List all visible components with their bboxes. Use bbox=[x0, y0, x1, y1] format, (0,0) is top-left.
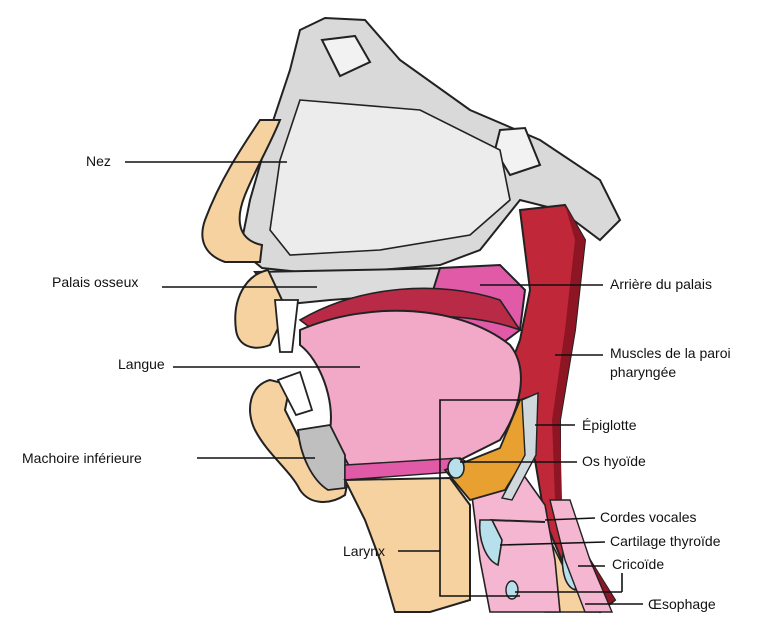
label-machoire: Machoire inférieure bbox=[22, 450, 142, 466]
label-oesophage: Œsophage bbox=[648, 596, 716, 612]
label-cordes-vocales: Cordes vocales bbox=[600, 509, 697, 525]
label-muscles-line1: Muscles de la paroi bbox=[610, 345, 731, 361]
label-epiglotte: Épiglotte bbox=[582, 417, 636, 433]
label-nez: Nez bbox=[86, 153, 111, 169]
label-langue: Langue bbox=[118, 356, 165, 372]
label-larynx: Larynx bbox=[343, 543, 385, 559]
label-arriere-palais: Arrière du palais bbox=[610, 276, 712, 292]
label-os-hyoide: Os hyoïde bbox=[582, 453, 646, 469]
label-palais-osseux: Palais osseux bbox=[52, 274, 138, 290]
label-cartilage-thyroide: Cartilage thyroïde bbox=[610, 533, 721, 549]
hyoid-bone bbox=[448, 458, 464, 478]
upper-teeth bbox=[275, 300, 298, 352]
label-muscles-line2: pharyngée bbox=[610, 364, 676, 380]
label-cricoide: Cricoïde bbox=[612, 556, 664, 572]
